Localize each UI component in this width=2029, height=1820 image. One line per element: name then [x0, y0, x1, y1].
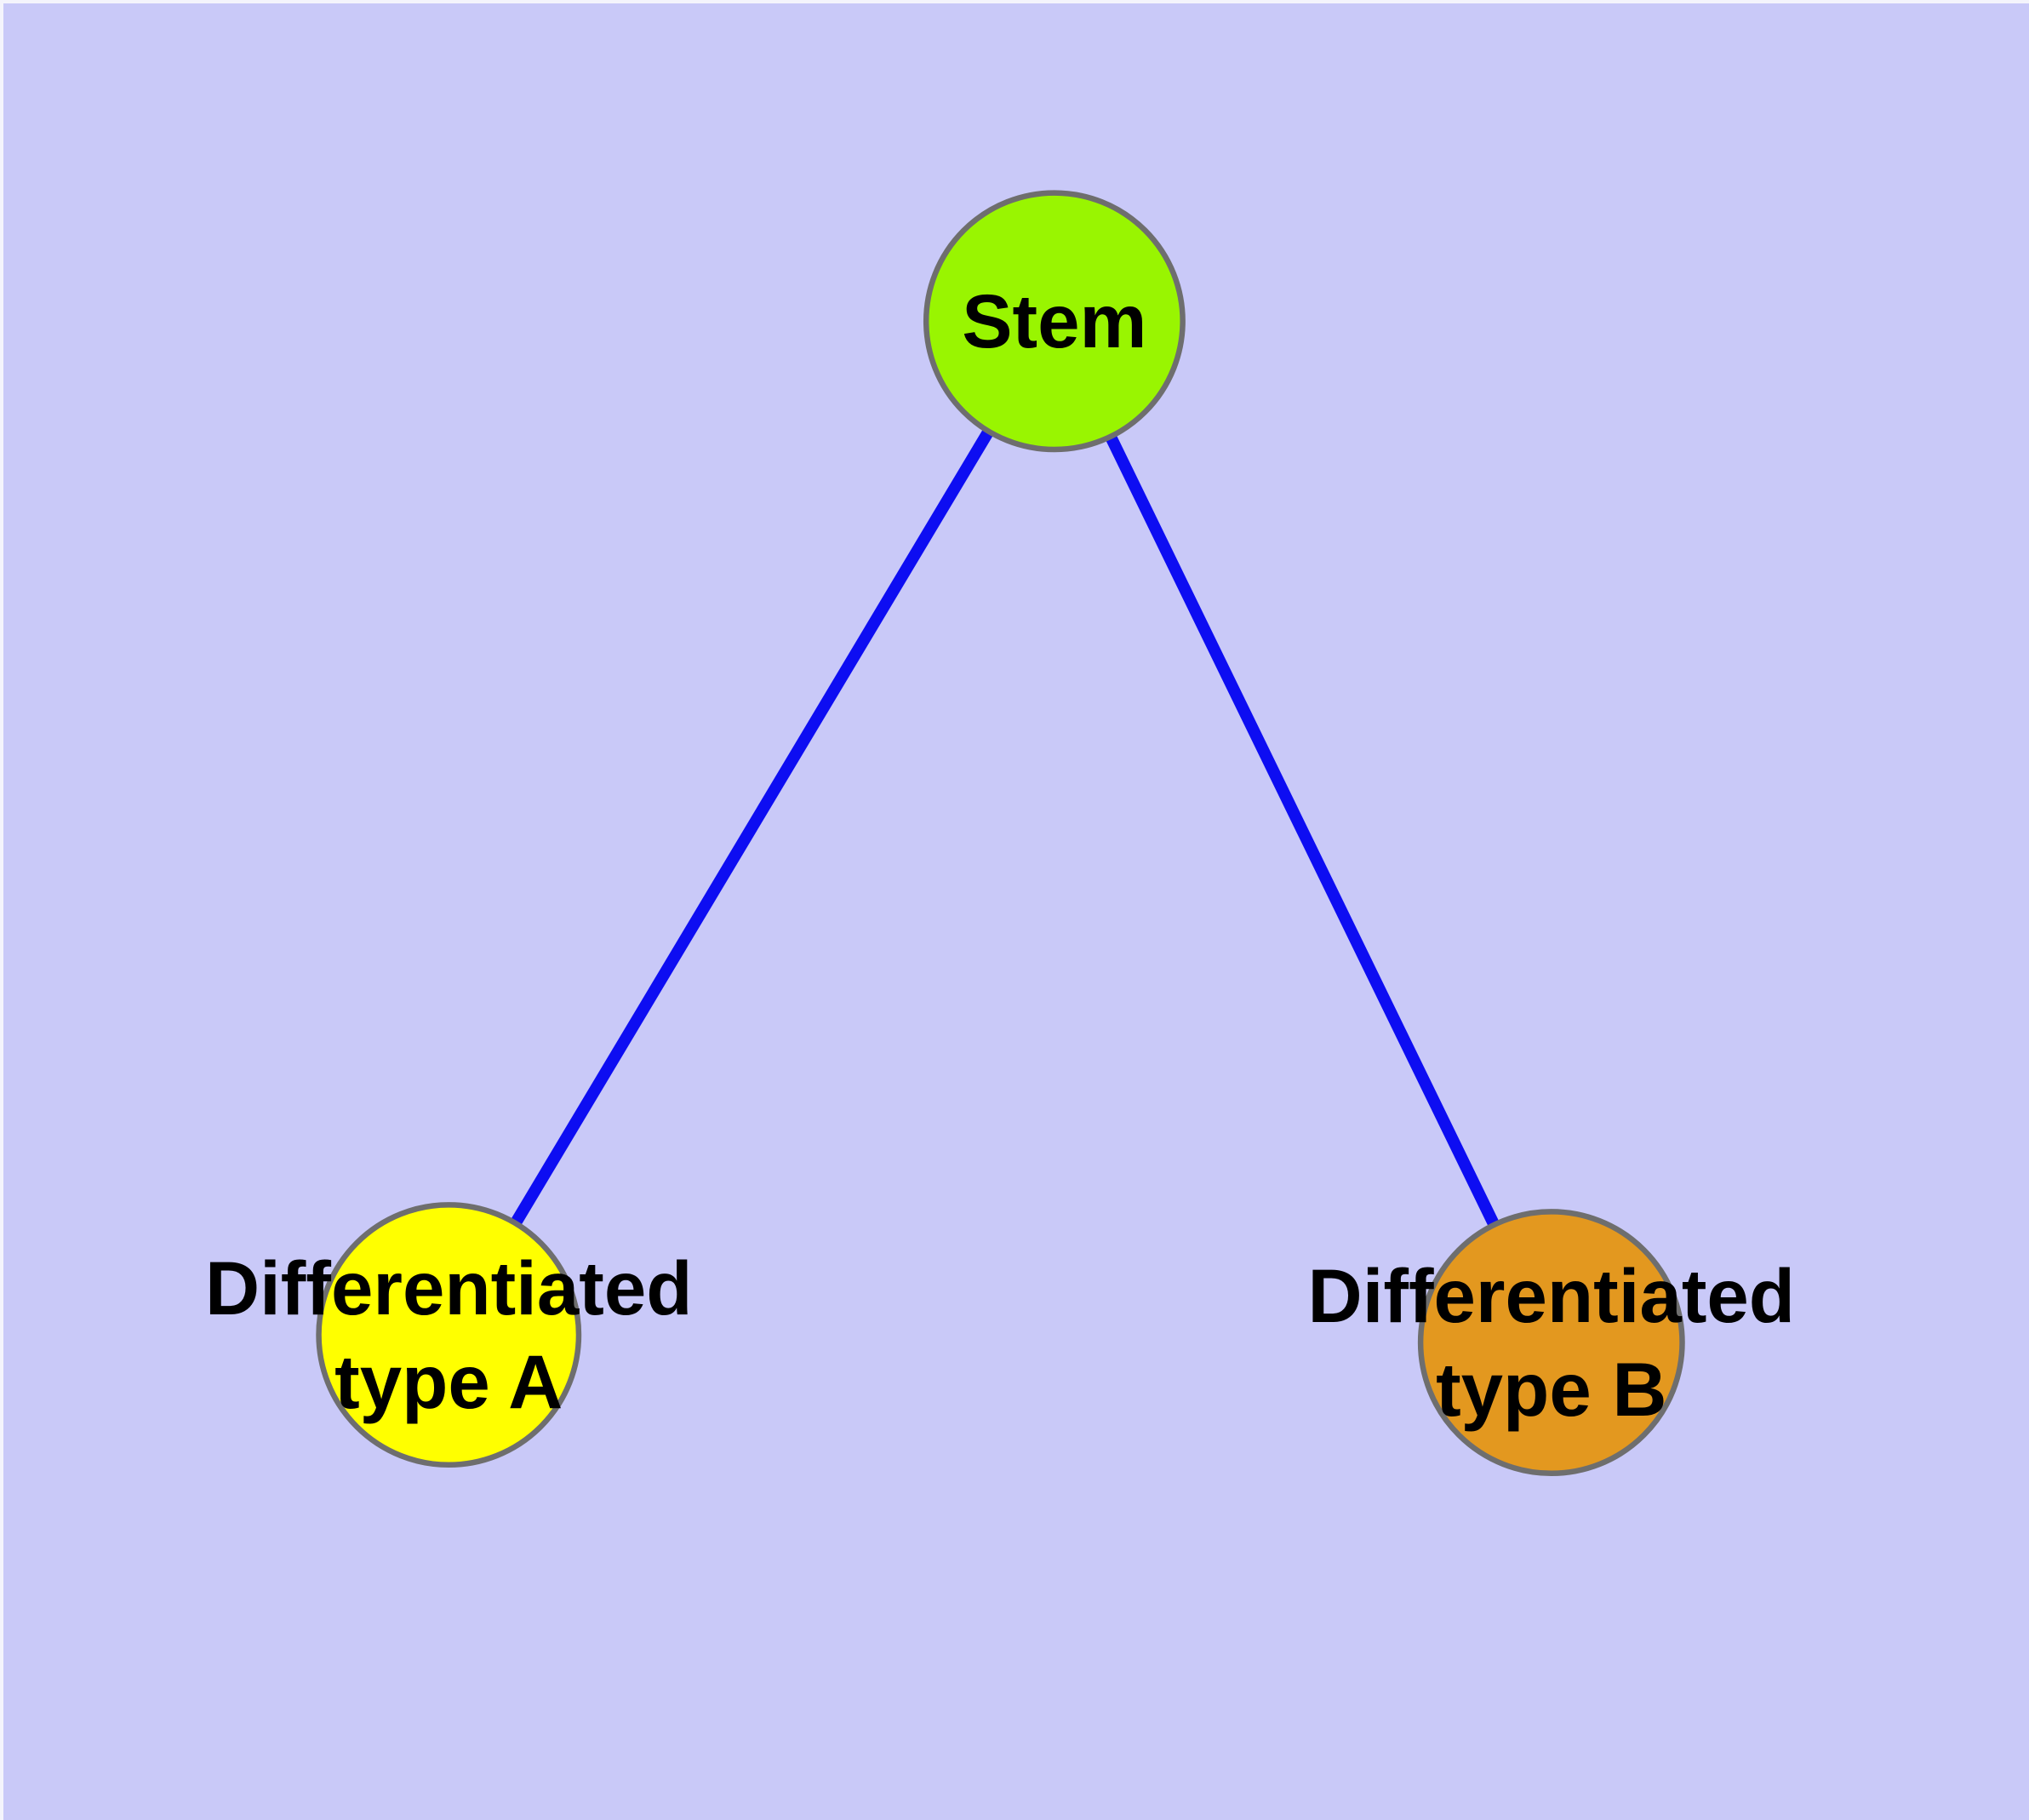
- node-type-b-circle: [1417, 1209, 1685, 1477]
- node-stem-label: Stem: [962, 279, 1146, 363]
- edge-stem-to-type-a: [443, 318, 1060, 1338]
- node-stem-circle: [923, 190, 1186, 453]
- node-stem: Stem: [923, 190, 1186, 453]
- node-type-a-circle: [316, 1202, 582, 1468]
- edge-stem-to-type-b: [1049, 318, 1557, 1346]
- edges-layer: [443, 318, 1557, 1346]
